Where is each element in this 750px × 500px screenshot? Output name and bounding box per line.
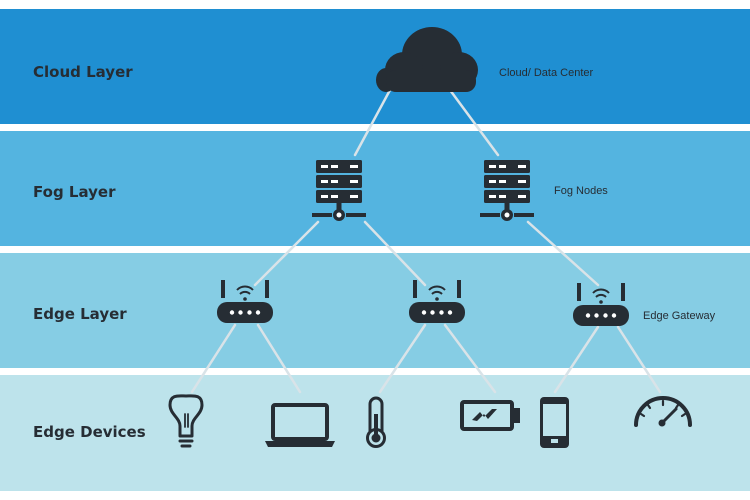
router-icon bbox=[573, 283, 629, 326]
router-icon bbox=[217, 280, 273, 323]
fog-annotation: Fog Nodes bbox=[554, 185, 608, 197]
fog-layer-band bbox=[0, 131, 750, 246]
connector-fog1-edge1 bbox=[253, 220, 320, 287]
connector-edge1-bulb bbox=[190, 323, 237, 394]
light-bulb-icon bbox=[168, 394, 204, 448]
connector-edge3-gauge bbox=[616, 325, 662, 394]
connector-cloud-fog2 bbox=[448, 88, 500, 157]
connector-lines bbox=[190, 88, 662, 394]
connector-fog1-edge2 bbox=[363, 220, 427, 287]
connector-edge2-thermometer bbox=[378, 323, 427, 394]
laptop-icon bbox=[265, 403, 335, 447]
edge-layer-label: Edge Layer bbox=[33, 305, 127, 323]
connector-edge1-laptop bbox=[256, 323, 302, 394]
fog-layer-label: Fog Layer bbox=[33, 183, 116, 201]
connector-edge3-phone bbox=[553, 325, 600, 394]
server-icon bbox=[312, 160, 366, 221]
cloud-layer-band bbox=[0, 9, 750, 124]
edge-annotation: Edge Gateway bbox=[643, 310, 716, 322]
cloud-annotation: Cloud/ Data Center bbox=[499, 67, 594, 79]
edge-devices-label: Edge Devices bbox=[33, 423, 146, 441]
cloud-layer-label: Cloud Layer bbox=[33, 63, 133, 81]
cloud-icon bbox=[376, 27, 478, 92]
connector-cloud-fog1 bbox=[353, 88, 392, 157]
speedometer-icon bbox=[634, 396, 692, 427]
thermometer-icon bbox=[366, 396, 386, 448]
router-icon bbox=[409, 280, 465, 323]
smartphone-icon bbox=[540, 397, 569, 448]
connector-fog2-edge3 bbox=[526, 220, 600, 287]
battery-icon bbox=[460, 400, 520, 431]
server-icon bbox=[480, 160, 534, 221]
connector-edge2-battery bbox=[443, 323, 497, 394]
